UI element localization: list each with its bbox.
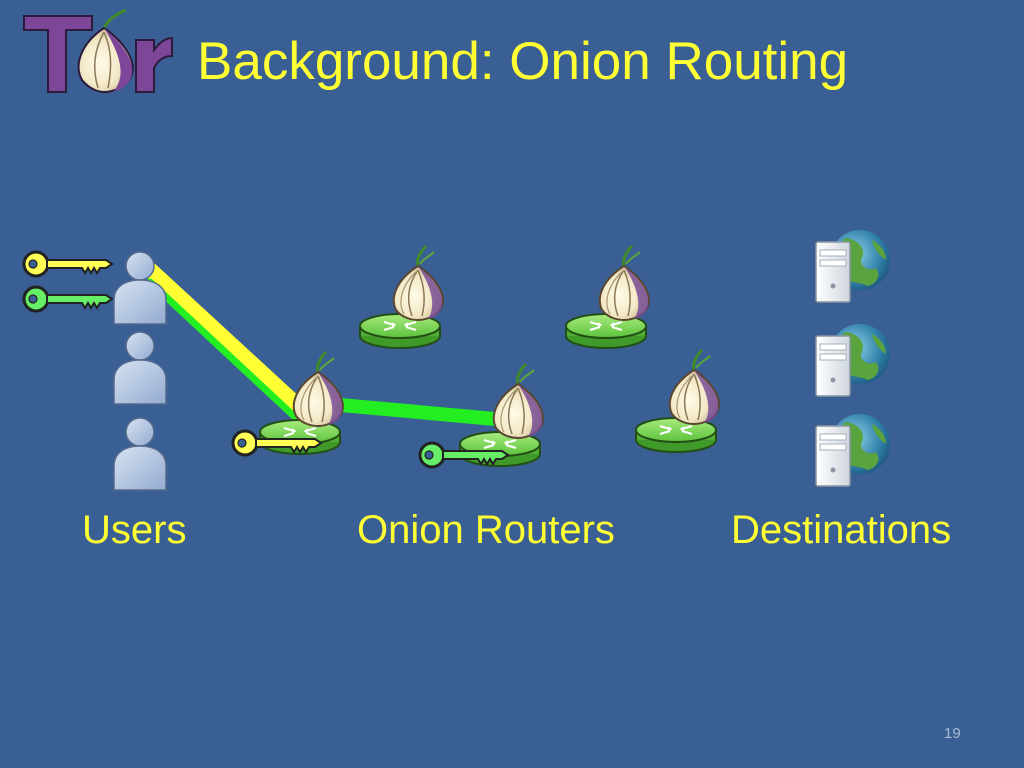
label-users: Users — [82, 508, 187, 552]
onion-icon — [292, 350, 345, 428]
circuit-paths — [142, 262, 513, 427]
path-segment-user-to-router-inner — [146, 278, 300, 422]
onion-icon — [668, 348, 721, 426]
slide-title: Background: Onion Routing — [197, 32, 849, 91]
key-icon — [22, 285, 114, 313]
tor-logo-icon — [23, 8, 173, 94]
label-destinations: Destinations — [731, 508, 952, 552]
onion-icon — [492, 362, 545, 440]
user-icon — [113, 331, 167, 405]
label-onion-routers: Onion Routers — [357, 508, 615, 552]
onion-icon — [598, 244, 651, 322]
path-segment-router-to-router — [323, 397, 513, 427]
slide-number: 19 — [944, 725, 961, 742]
key-icon — [22, 250, 114, 278]
server-icon — [815, 413, 891, 487]
server-icon — [815, 323, 891, 397]
user-icon — [113, 417, 167, 491]
onion-icon — [392, 244, 445, 322]
user-icon — [113, 251, 167, 325]
path-segment-user-to-router — [142, 262, 310, 418]
server-icon — [815, 229, 891, 303]
